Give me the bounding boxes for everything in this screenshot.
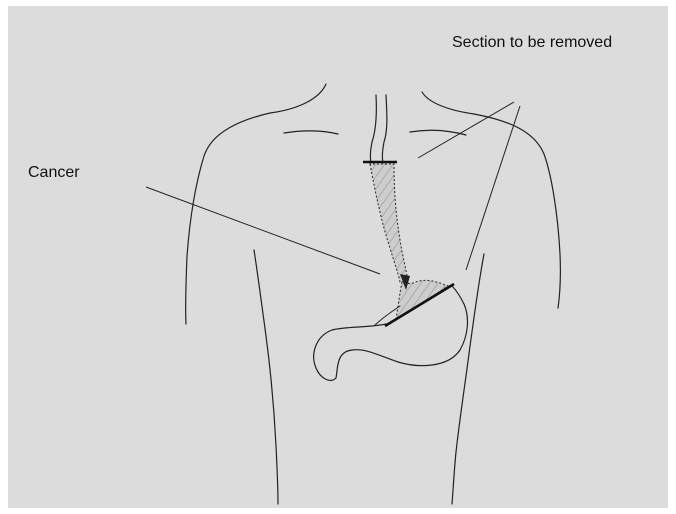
torso-diagram [8, 6, 668, 508]
stomach-inner-curve [374, 306, 400, 326]
neck-left-outline [270, 84, 326, 113]
diagram-panel: Section to be removed Cancer [8, 6, 668, 508]
section-to-be-removed-label: Section to be removed [452, 34, 612, 52]
left-torso-side [254, 250, 278, 504]
esophagus-right-wall [382, 95, 387, 163]
stomach-outline [314, 286, 468, 380]
right-shoulder-outline [474, 114, 560, 308]
neck-right-outline [422, 92, 474, 114]
esophagus-section-to-be-removed [370, 164, 408, 282]
left-clavicle [284, 131, 338, 134]
section-leader-line-2 [466, 106, 520, 270]
cancer-leader-line [146, 187, 380, 274]
right-clavicle [410, 130, 466, 135]
cancer-label: Cancer [28, 164, 80, 182]
left-shoulder-outline [186, 113, 270, 324]
esophagus-left-wall [370, 95, 376, 163]
